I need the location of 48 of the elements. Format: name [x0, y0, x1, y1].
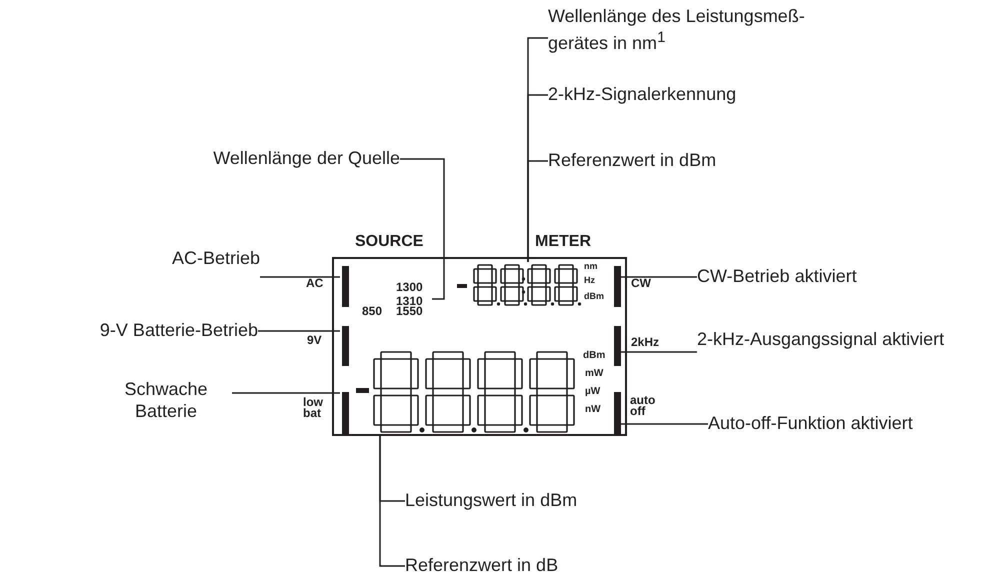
callout-text: Schwache Batterie: [100, 378, 232, 424]
indicator-bar: [614, 392, 621, 434]
indicator-bar: [614, 266, 621, 307]
indicator-bar: [342, 326, 349, 366]
leader-line: [260, 276, 340, 278]
wavelength-value: 1300: [396, 281, 423, 293]
leader-line: [400, 158, 445, 300]
leader-line: [258, 330, 340, 332]
wavelength-value: 1550: [396, 305, 423, 317]
lcd-display-frame: [332, 257, 627, 436]
callout-text: Referenzwert in dB: [405, 554, 705, 578]
unit-label: dBm: [583, 351, 606, 361]
seven-segment-display: [455, 264, 582, 308]
panel-heading: SOURCE: [355, 234, 424, 250]
indicator-label: AC: [306, 277, 324, 289]
callout-text: Referenzwert in dBm: [548, 149, 798, 173]
unit-label: mW: [585, 369, 604, 379]
unit-label: nm: [584, 262, 598, 271]
leader-line: [232, 392, 340, 394]
indicator-bar: [342, 266, 349, 307]
panel-heading: METER: [535, 234, 591, 250]
unit-label: µW: [585, 387, 600, 397]
leader-line: [619, 276, 697, 278]
callout-text: Wellenlänge der Quelle: [30, 147, 400, 171]
unit-label: Hz: [584, 276, 595, 285]
callout-text: Leistungswert in dBm: [405, 489, 705, 513]
indicator-label: CW: [631, 277, 651, 289]
wavelength-value: 1310: [396, 295, 434, 307]
callout-text: CW-Betrieb aktiviert: [697, 265, 977, 289]
callout-text: 9-V Batterie-Betrieb: [10, 319, 258, 343]
callout-text: Auto-off-Funktion aktiviert: [708, 412, 990, 436]
indicator-label: 9V: [307, 334, 322, 346]
unit-label: nW: [585, 405, 601, 415]
wavelength-value: 850: [362, 305, 382, 317]
leader-line: [527, 160, 548, 262]
unit-label: dBm: [584, 292, 604, 301]
indicator-bar: [342, 392, 349, 434]
indicator-label: 2kHz: [631, 336, 660, 348]
callout-text: 2-kHz-Signalerkennung: [548, 83, 798, 107]
indicator-label: auto off: [630, 395, 656, 417]
callout-text: AC-Betrieb: [118, 247, 260, 279]
leader-line: [619, 351, 697, 353]
leader-line: [619, 423, 708, 425]
callout-text: Wellenlänge des Leistungsmeß- gerätes in nm$^{1}$: [548, 5, 823, 51]
leader-line: [379, 434, 405, 567]
indicator-label: low bat: [303, 397, 324, 419]
indicator-bar: [614, 326, 621, 366]
callout-text: 2-kHz-Ausgangssignal aktiviert: [697, 328, 967, 374]
